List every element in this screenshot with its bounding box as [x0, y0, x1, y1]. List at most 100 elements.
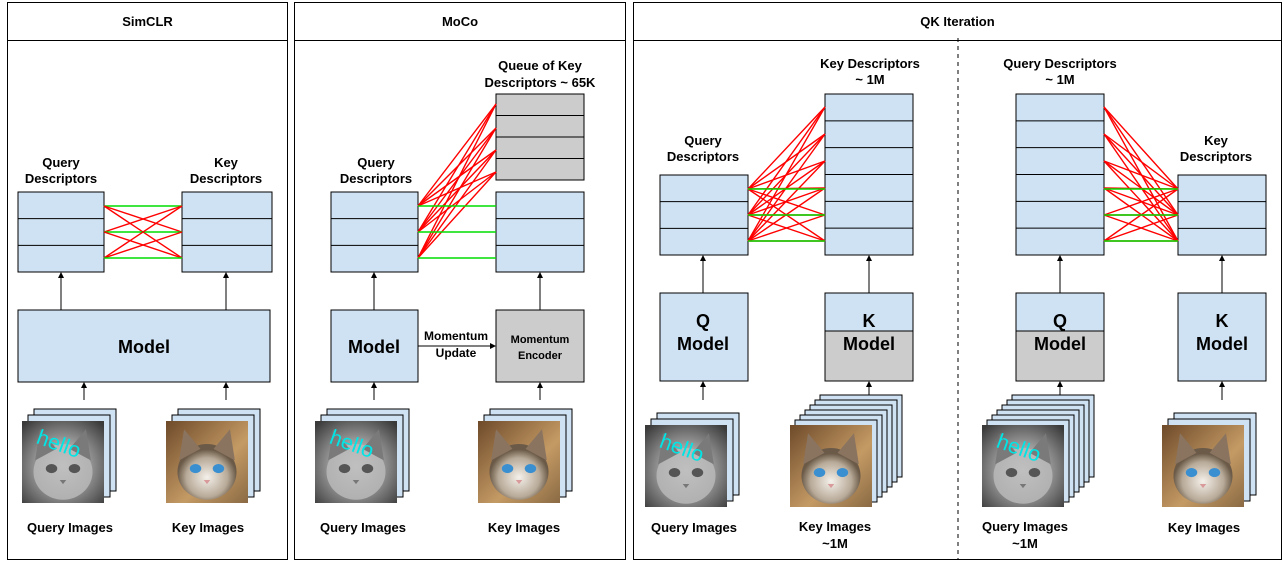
simclr-query-descriptors-label: Query: [42, 155, 80, 170]
simclr-model-label: Model: [118, 337, 170, 357]
qk-left-q-label: Q: [696, 311, 710, 331]
cat-ear-right: [525, 429, 547, 461]
flow-arrow-head: [371, 272, 377, 278]
negative-pair-line: [747, 106, 826, 242]
moco-queue-label: Queue of Key: [498, 58, 583, 73]
cat-nose: [352, 480, 360, 485]
cat-eye-right: [524, 464, 537, 474]
moco-query-descriptor-stack: [330, 191, 419, 273]
descriptor-stack-frame: [17, 191, 105, 273]
qk-left-k-model-label: Model: [843, 334, 895, 354]
cat-eye-left: [338, 464, 351, 474]
moco-model-label: Model: [348, 337, 400, 357]
flow-arrow-head: [700, 255, 706, 261]
negative-pair-line: [103, 231, 183, 259]
cat-nose: [682, 484, 690, 489]
flow-arrow-head: [81, 382, 87, 388]
query-image-gray-cat-photo: hello: [315, 421, 397, 503]
cat-ear-right: [362, 429, 384, 461]
moco-key-queue-stack: [495, 93, 585, 181]
cat-eye-left: [1005, 468, 1018, 478]
momentum-encoder-box: [495, 309, 585, 383]
negative-pair-line: [1103, 160, 1179, 190]
cat-ear-left: [995, 433, 1017, 465]
simclr-query-descriptors-label: Descriptors: [25, 171, 97, 186]
qk-query-descriptors-label: Descriptors: [667, 149, 739, 164]
key-image-color-cat-photo: [790, 425, 872, 507]
qk-query-descriptors-label: Query: [684, 133, 722, 148]
momentum-update-label: Update: [436, 346, 477, 360]
cat-ear-right: [692, 433, 714, 465]
cat-face: [326, 443, 386, 500]
qk-right-q-frozen-box: [1015, 330, 1105, 382]
negative-pair-line: [417, 171, 497, 259]
negative-pair-line: [417, 149, 497, 207]
query-image-gray-cat-photo: hello: [22, 421, 104, 503]
negative-pair-line: [1103, 133, 1179, 190]
flow-arrow-head: [866, 381, 872, 387]
simclr-query-descriptor-stack: [17, 191, 105, 273]
negative-pair-line: [747, 160, 826, 242]
flow-arrow-head: [700, 381, 706, 387]
qk-key-descriptor-stack: [824, 93, 914, 256]
query-image-gray-cat-photo: hello: [645, 425, 727, 507]
flow-arrow-head: [223, 382, 229, 388]
simclr-model-box: [17, 309, 271, 383]
cat-eye-left: [668, 468, 681, 478]
flow-arrow-head: [1219, 255, 1225, 261]
flow-arrow-head: [866, 255, 872, 261]
cat-face: [177, 443, 237, 500]
cat-nose: [827, 484, 835, 489]
cat-ear-left: [491, 429, 513, 461]
cat-face: [1173, 447, 1233, 504]
flow-arrow-head: [223, 272, 229, 278]
qk-right-q-label: Q: [1053, 311, 1067, 331]
cat-ear-right: [837, 433, 859, 465]
negative-pair-line: [417, 171, 497, 207]
cat-eye-right: [836, 468, 849, 478]
cat-ear-left: [179, 429, 201, 461]
momentum-encoder-label: Encoder: [518, 350, 563, 362]
cat-nose: [1019, 484, 1027, 489]
qk-left-key-images-label: ~1M: [822, 536, 848, 551]
qk-right-k-label: K: [1216, 311, 1229, 331]
negative-pair-line: [747, 214, 826, 242]
qk-right-key-descriptor-stack: [1177, 174, 1267, 256]
moco-key-descriptor-stack: [495, 191, 585, 273]
qk-key-descriptors-label: ~ 1M: [855, 72, 884, 87]
cat-face: [801, 447, 861, 504]
qk-left-key-images-label: Key Images: [799, 519, 871, 534]
qk-right-query-descriptors-label: ~ 1M: [1045, 72, 1074, 87]
cat-eye-left: [189, 464, 202, 474]
simclr-key-descriptors-label: Key: [214, 155, 239, 170]
cat-eye-left: [813, 468, 826, 478]
descriptor-stack-frame: [1177, 174, 1267, 256]
cat-eye-right: [68, 464, 81, 474]
flow-arrow-head: [537, 382, 543, 388]
cat-eye-right: [1028, 468, 1041, 478]
qk-right-query-descriptor-stack: [1015, 93, 1105, 256]
qk-right-model-label: Model: [1196, 334, 1248, 354]
qk-right-q-model-label: Model: [1034, 334, 1086, 354]
qk-right-query-images-label: Query Images: [982, 519, 1068, 534]
cat-eye-right: [212, 464, 225, 474]
descriptor-stack-frame: [659, 174, 749, 256]
moco-queue-label: Descriptors ~ 65K: [485, 75, 597, 90]
cat-face: [993, 447, 1053, 504]
query-image-gray-cat-photo: hello: [982, 425, 1064, 507]
cat-ear-right: [1209, 433, 1231, 465]
cat-face: [489, 443, 549, 500]
descriptor-stack-frame: [330, 191, 419, 273]
negative-pair-line: [417, 149, 497, 259]
negative-pair-line: [417, 171, 497, 233]
momentum-encoder-label: Momentum: [511, 334, 570, 346]
moco-query-descriptors-label: Query: [357, 155, 395, 170]
moco-query-descriptors-label: Descriptors: [340, 171, 412, 186]
moco-query-images-label: Query Images: [320, 520, 406, 535]
negative-pair-line: [103, 205, 183, 259]
qk-right-key-images-label: Key Images: [1168, 520, 1240, 535]
negative-pair-line: [1103, 106, 1179, 190]
cat-ear-left: [35, 429, 57, 461]
negative-pair-line: [1103, 214, 1179, 242]
qk-right-q-trainable-box: [1015, 292, 1105, 332]
